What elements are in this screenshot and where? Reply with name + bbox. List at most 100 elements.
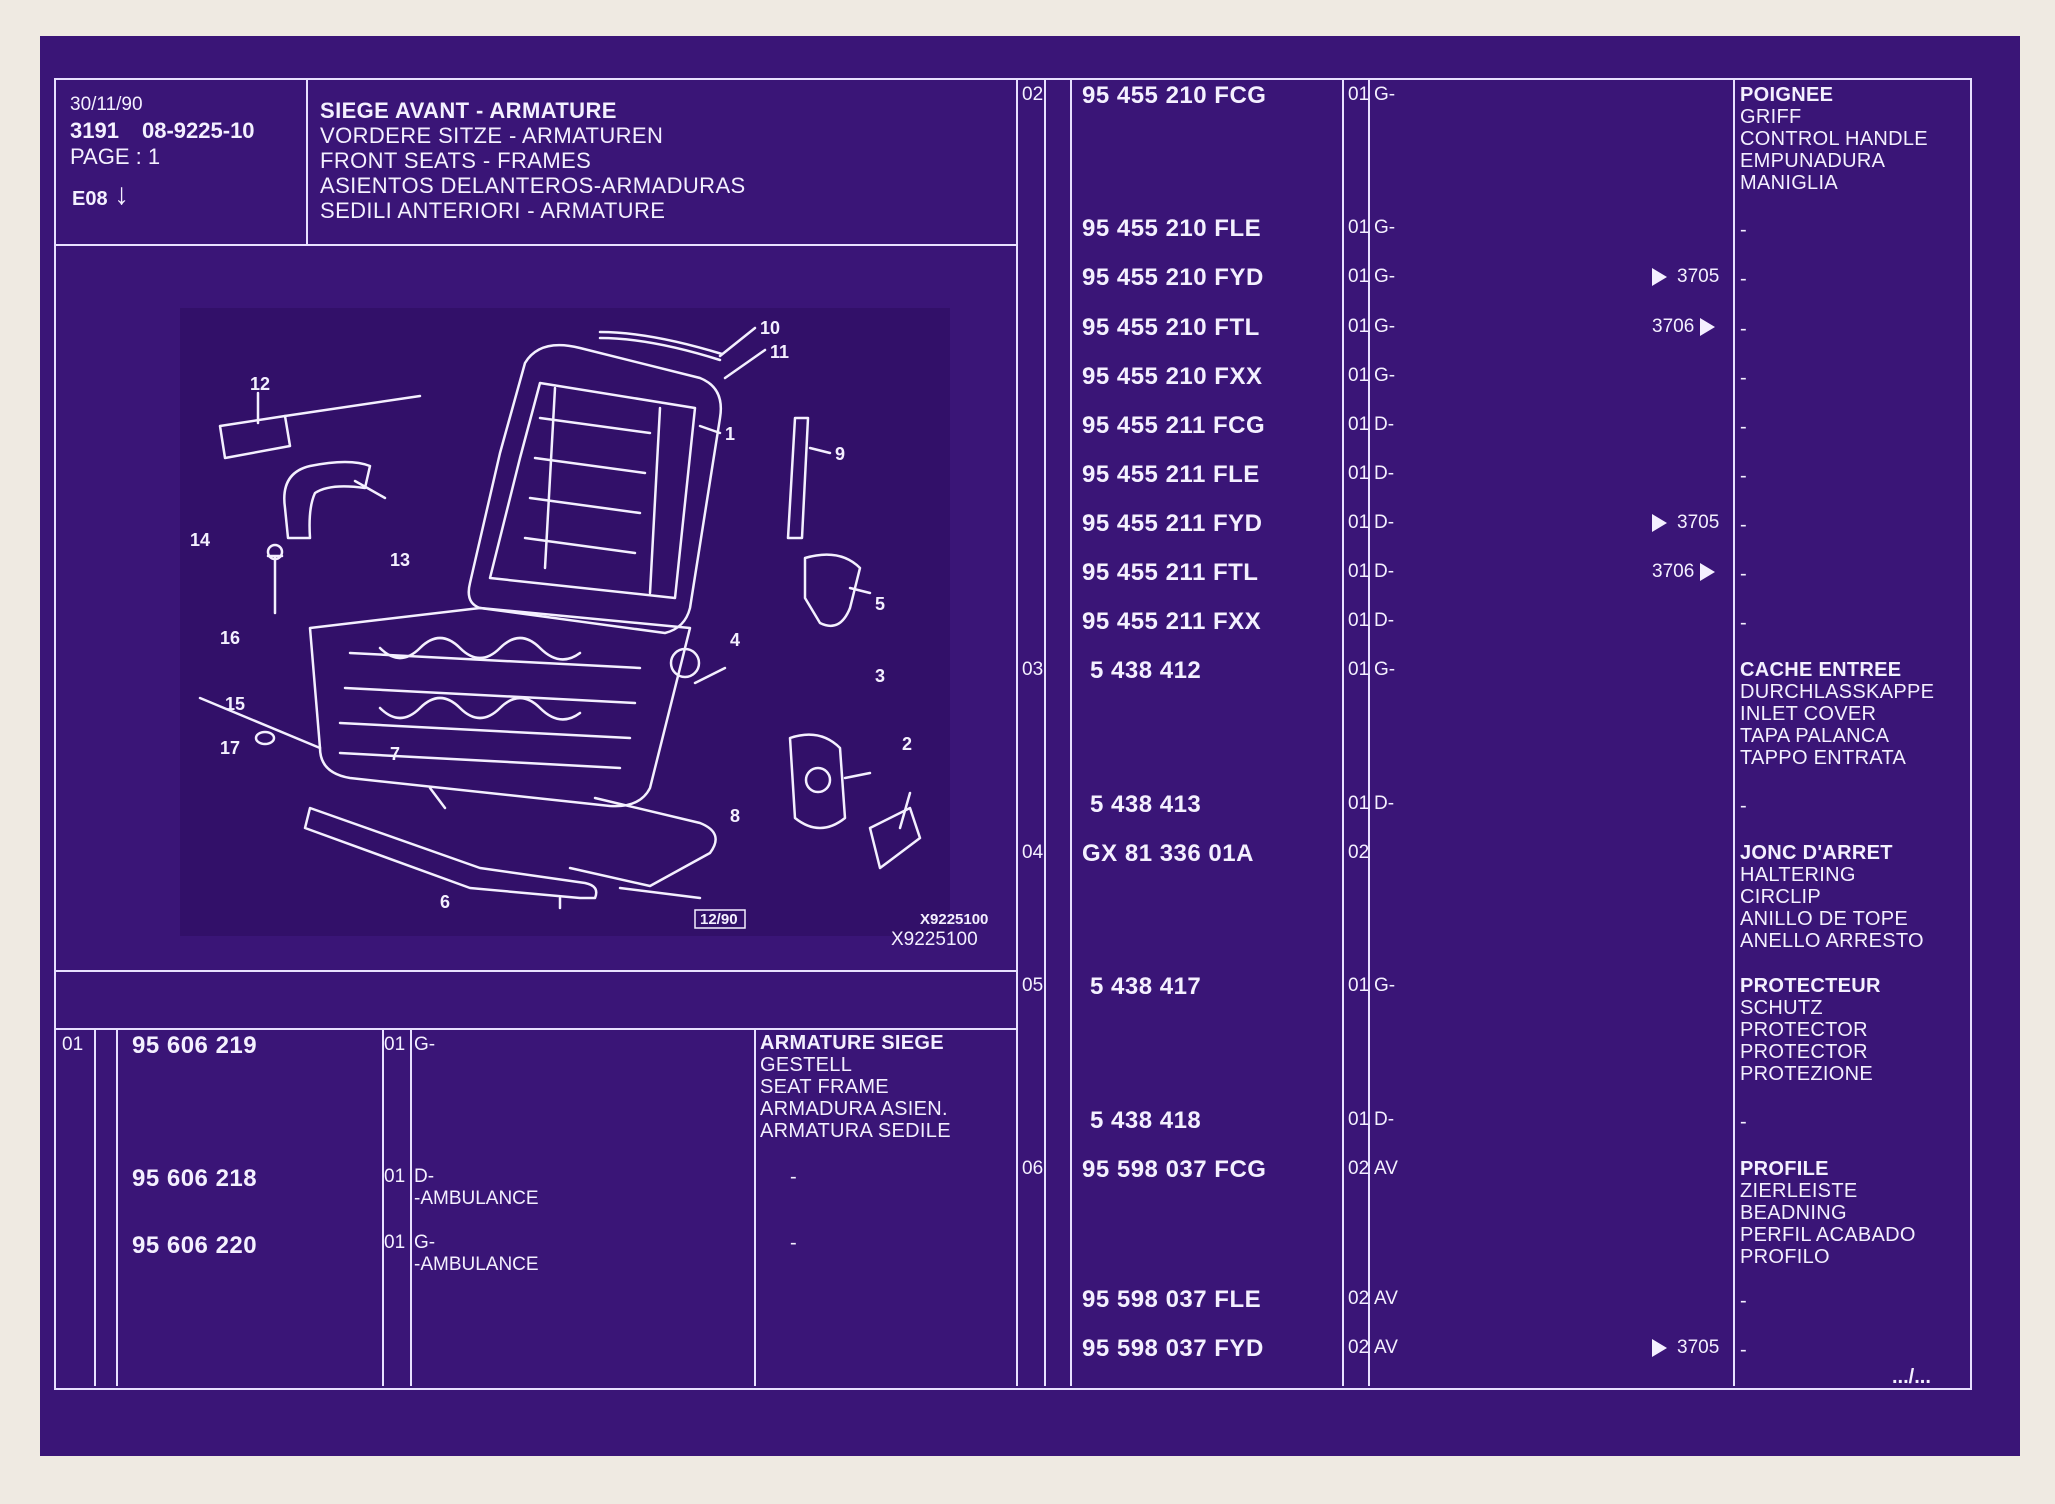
- desc-line: PROTECTEUR: [1740, 975, 1881, 997]
- header-titles: SIEGE AVANT - ARMATURE VORDERE SITZE - A…: [320, 98, 746, 223]
- desc-line: PROFILE: [1740, 1158, 1829, 1180]
- desc-line: INLET COVER: [1740, 703, 1877, 725]
- desc-line: PROFILO: [1740, 1246, 1830, 1268]
- right-row-code: AV: [1374, 1158, 1398, 1179]
- callout-15: 15: [225, 694, 245, 714]
- callout-11: 11: [770, 342, 789, 362]
- right-row-part: 95 455 210 FLE: [1082, 215, 1262, 242]
- callout-10: 10: [760, 318, 780, 338]
- right-row-ref: 3705: [1652, 266, 1719, 288]
- backrest-frame: [467, 343, 723, 635]
- desc-line: CACHE ENTREE: [1740, 659, 1902, 681]
- left-row-1-part: 95 606 219: [132, 1032, 258, 1059]
- drawing-code-inner: X9225100: [920, 911, 988, 928]
- cross-ref-number: 3705: [1677, 1337, 1720, 1358]
- desc-line: -: [1740, 465, 1747, 487]
- right-row-part: GX 81 336 01A: [1082, 840, 1254, 867]
- right-row-qty: 02: [1348, 1158, 1370, 1179]
- right-row-part: 95 598 037 FCG: [1082, 1156, 1267, 1183]
- left-row-3-desc: -: [790, 1232, 797, 1254]
- right-row-qty: 01: [1348, 84, 1370, 105]
- left-row-3-code: G-: [414, 1232, 436, 1253]
- right-row-code: D-: [1374, 561, 1395, 582]
- header-date: 30/11/90: [70, 94, 143, 115]
- play-arrow-icon: [1652, 267, 1667, 286]
- right-row-part: 95 598 037 FYD: [1082, 1335, 1264, 1362]
- drawing-bottom-divider: [56, 970, 1016, 972]
- right-row-code: G-: [1374, 659, 1396, 680]
- cross-ref-number: 3706: [1652, 561, 1695, 582]
- right-row-qty: 01: [1348, 610, 1370, 631]
- header-ref-a: 3191: [70, 118, 119, 143]
- desc-line: BEADNING: [1740, 1202, 1847, 1224]
- right-row-part: 95 455 211 FXX: [1082, 608, 1262, 635]
- right-row-item: 05: [1022, 975, 1044, 996]
- header-ref-b: 08-9225-10: [142, 118, 255, 143]
- callout-1: 1: [725, 424, 735, 444]
- left-row-2-desc: -: [790, 1166, 797, 1188]
- right-row-code: D-: [1374, 793, 1395, 814]
- right-item-divider: [1044, 80, 1046, 1386]
- right-row-code: D-: [1374, 1109, 1395, 1130]
- play-arrow-icon: [1652, 1338, 1667, 1357]
- right-row-part: 5 438 412: [1090, 657, 1202, 684]
- right-row-part: 95 455 211 FLE: [1082, 461, 1260, 488]
- bolt-16: [266, 554, 284, 615]
- right-row-code: AV: [1374, 1288, 1398, 1309]
- callout-5: 5: [875, 594, 885, 614]
- right-row-qty: 01: [1348, 1109, 1370, 1130]
- right-row-qty: 02: [1348, 1288, 1370, 1309]
- title-de: VORDERE SITZE - ARMATUREN: [320, 123, 664, 148]
- right-row-desc: -: [1740, 612, 1747, 634]
- right-row-item: 03: [1022, 659, 1044, 680]
- right-row-desc: -: [1740, 1339, 1747, 1361]
- right-desc-divider: [1733, 80, 1735, 1386]
- desc-line: -: [1740, 219, 1747, 241]
- rod-12: [218, 414, 292, 460]
- right-row-code: D-: [1374, 610, 1395, 631]
- bracket-2: [868, 806, 922, 870]
- title-fr: SIEGE AVANT - ARMATURE: [320, 98, 617, 123]
- right-row-part: 5 438 418: [1090, 1107, 1202, 1134]
- backrest-inner: [488, 381, 697, 600]
- desc-line: -: [1740, 563, 1747, 585]
- right-row-part: 95 455 211 FTL: [1082, 559, 1259, 586]
- desc-line: -: [1740, 268, 1747, 290]
- callout-3: 3: [875, 666, 885, 686]
- right-row-part: 95 598 037 FLE: [1082, 1286, 1262, 1313]
- desc-line: ZIERLEISTE: [1740, 1180, 1858, 1202]
- left-row-1-item: 01: [62, 1034, 84, 1055]
- right-row-qty: 01: [1348, 217, 1370, 238]
- right-row-code: D-: [1374, 512, 1395, 533]
- title-es: ASIENTOS DELANTEROS-ARMADURAS: [320, 173, 746, 198]
- callout-9: 9: [835, 444, 845, 464]
- right-row-part: 95 455 211 FYD: [1082, 510, 1263, 537]
- drawing-stamp: 12/90: [700, 911, 738, 928]
- desc-line: HALTERING: [1740, 864, 1856, 886]
- desc-line: EMPUNADURA: [1740, 150, 1886, 172]
- header-page: PAGE : 1: [70, 144, 161, 169]
- desc-line: PROTECTOR: [1740, 1041, 1868, 1063]
- title-it: SEDILI ANTERIORI - ARMATURE: [320, 198, 666, 223]
- desc-line: POIGNEE: [1740, 84, 1834, 106]
- right-row-part: 95 455 210 FXX: [1082, 363, 1263, 390]
- left-row-1-qty: 01: [384, 1034, 406, 1055]
- left-row-2-note: -AMBULANCE: [414, 1188, 539, 1209]
- right-row-desc: -: [1740, 367, 1747, 389]
- desc-line: -: [1740, 514, 1747, 536]
- right-row-part: 95 455 210 FCG: [1082, 82, 1267, 109]
- desc-line: SCHUTZ: [1740, 997, 1823, 1019]
- desc-line: SEAT FRAME: [760, 1076, 889, 1098]
- right-row-qty: 01: [1348, 512, 1370, 533]
- right-row-qty: 01: [1348, 659, 1370, 680]
- right-row-item: 06: [1022, 1158, 1044, 1179]
- right-row-part: 5 438 417: [1090, 973, 1202, 1000]
- title-en: FRONT SEATS - FRAMES: [320, 148, 592, 173]
- callout-2: 2: [902, 734, 912, 754]
- right-row-code: G-: [1374, 84, 1396, 105]
- right-row-desc: -: [1740, 1111, 1747, 1133]
- desc-line: -: [1740, 318, 1747, 340]
